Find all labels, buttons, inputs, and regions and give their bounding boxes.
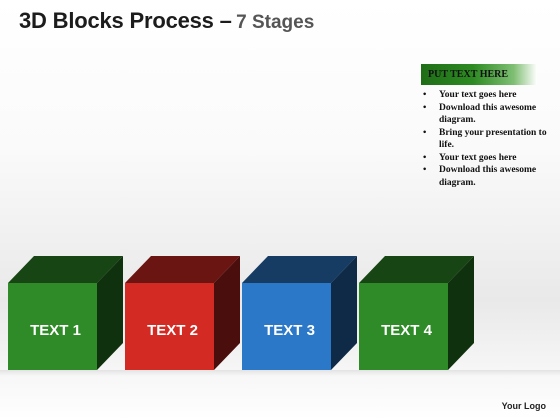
note-item: • Download this awesome diagram.: [423, 102, 555, 127]
block-4-top-face: [359, 256, 474, 283]
note-header: PUT TEXT HERE: [421, 64, 537, 85]
slide-title: 3D Blocks Process – 7 Stages: [19, 6, 314, 39]
note-item-text: Bring your presentation to life.: [439, 127, 547, 151]
block-4-label: TEXT 4: [381, 322, 433, 339]
bullet-icon: •: [423, 102, 427, 113]
block-2-label: TEXT 2: [147, 322, 198, 339]
note-item-text: Your text goes here: [439, 152, 517, 163]
block-4-side-face: [448, 256, 474, 370]
block-3: TEXT 3: [242, 256, 357, 370]
note-item: • Your text goes here: [423, 89, 555, 102]
block-1-top-face: [8, 256, 123, 283]
note-item-text: Download this awesome diagram.: [439, 102, 537, 126]
block-3-top-face: [242, 256, 357, 283]
footer-logo: Your Logo: [501, 401, 546, 411]
note-item: • Bring your presentation to life.: [423, 127, 555, 152]
note-list: • Your text goes here • Download this awes…: [423, 89, 555, 189]
note-item: • Your text goes here: [423, 152, 555, 165]
block-2-front-face: [125, 283, 214, 370]
block-2-top-face: [125, 256, 240, 283]
block-2: TEXT 2: [125, 256, 240, 370]
block-3-label: TEXT 3: [264, 322, 315, 339]
block-3-side-face: [331, 256, 357, 370]
title-sub: 7 Stages: [236, 12, 315, 33]
title-main: 3D Blocks Process –: [19, 8, 232, 33]
block-4: TEXT 4: [359, 256, 474, 370]
bullet-icon: •: [423, 127, 427, 138]
note-item-text: Your text goes here: [439, 90, 517, 100]
block-1-front-face: [8, 283, 97, 370]
block-2-side-face: [214, 256, 240, 370]
note-item-text: Download this awesome diagram.: [439, 165, 537, 188]
block-3-front-face: [242, 283, 331, 370]
block-1-side-face: [97, 256, 123, 370]
bullet-icon: •: [423, 90, 427, 100]
block-1-label: TEXT 1: [30, 322, 81, 339]
bullet-icon: •: [423, 165, 427, 175]
block-1: TEXT 1: [8, 256, 123, 370]
block-4-front-face: [359, 283, 448, 370]
floor-shadow: [0, 370, 560, 376]
bullet-icon: •: [423, 152, 427, 163]
note-item: • Download this awesome diagram.: [423, 164, 555, 189]
